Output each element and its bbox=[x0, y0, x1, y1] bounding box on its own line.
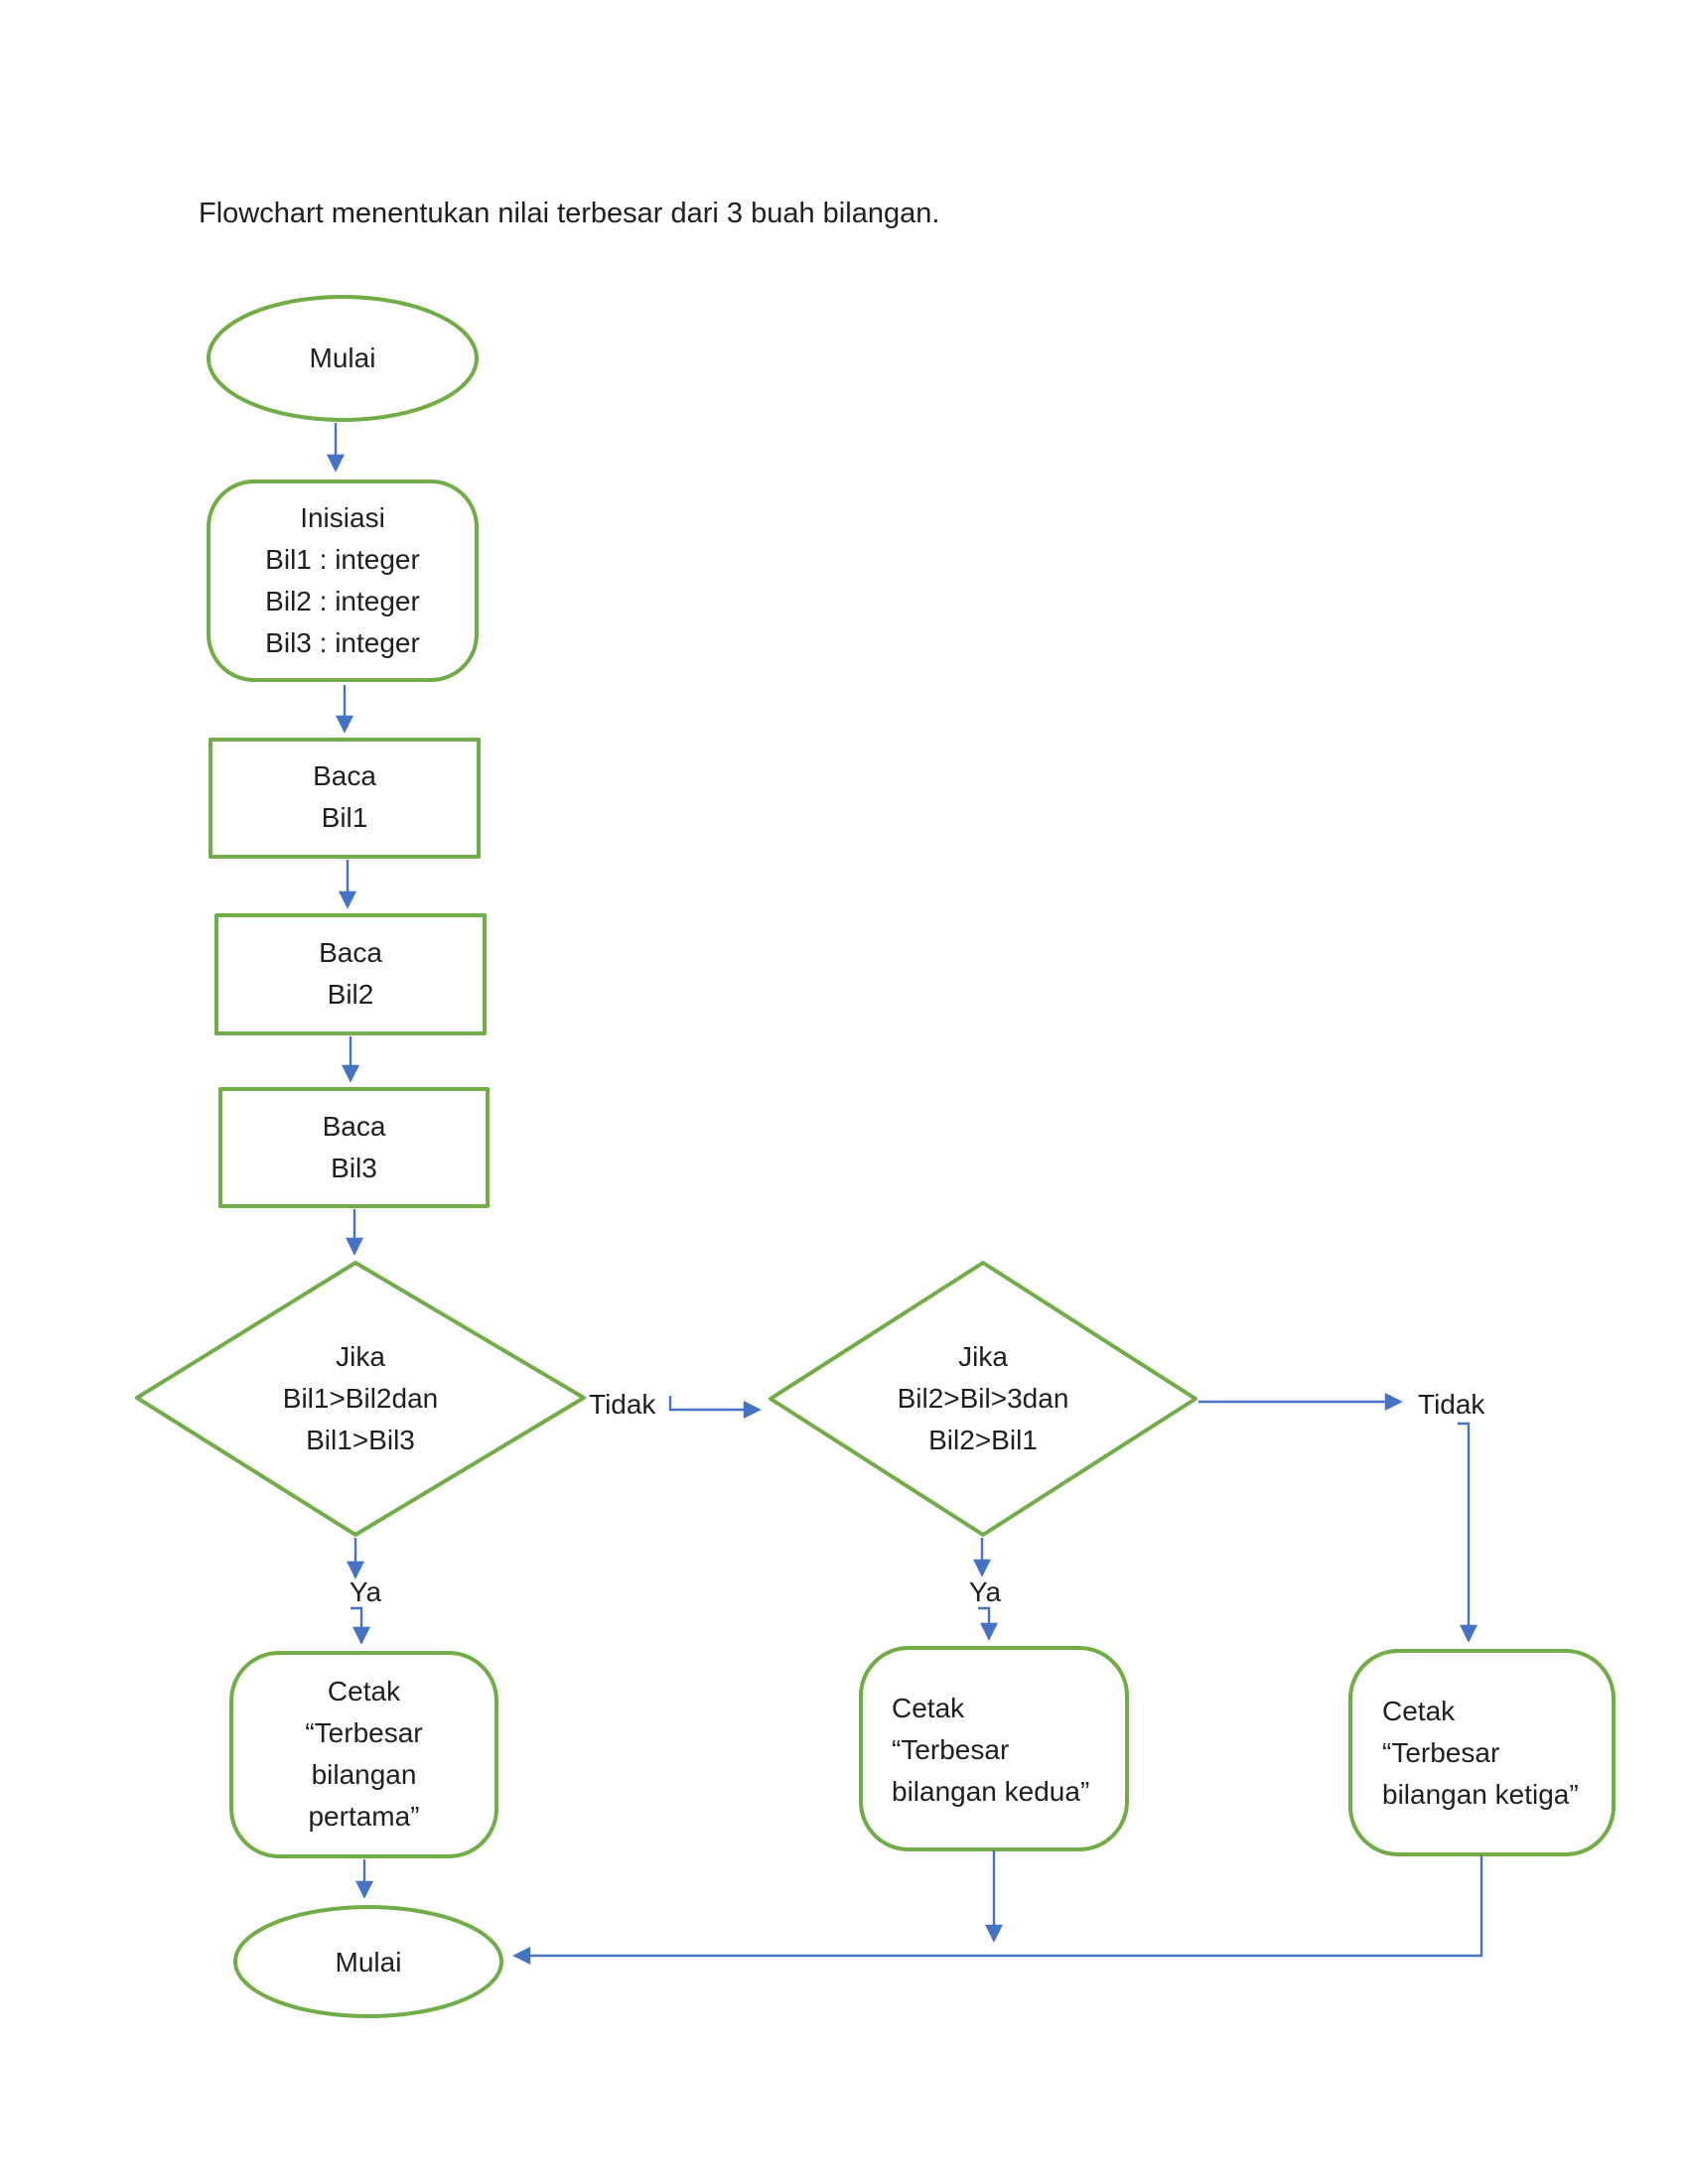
print3-process-shape bbox=[1348, 1649, 1616, 1856]
decision2-diamond-shape bbox=[769, 1261, 1197, 1537]
arrow-ya1-to-print1 bbox=[351, 1606, 370, 1645]
decision2-label: Jika Bil2>Bil>3dan Bil2>Bil1 bbox=[771, 1336, 1196, 1461]
edge-label-tidak1: Tidak bbox=[589, 1389, 656, 1420]
read2-process-label: Baca Bil2 bbox=[216, 932, 485, 1016]
init-process-label: Inisiasi Bil1 : integer Bil2 : integer B… bbox=[209, 497, 477, 664]
print1-line: pertama” bbox=[308, 1801, 420, 1832]
init-line: Bil2 : integer bbox=[265, 586, 420, 616]
arrow-tidak2-to-print3 bbox=[1458, 1422, 1477, 1643]
decision2-line: Bil2>Bil1 bbox=[928, 1425, 1038, 1455]
print2-line: Cetak bbox=[892, 1693, 965, 1723]
print1-line: “Terbesar bbox=[305, 1717, 423, 1748]
read1-line: Bil1 bbox=[321, 802, 368, 833]
end-terminator-label: Mulai bbox=[335, 1947, 402, 1978]
print3-line: bilangan ketiga” bbox=[1382, 1779, 1579, 1810]
read3-process-shape bbox=[218, 1087, 490, 1208]
print2-line: bilangan kedua” bbox=[892, 1776, 1090, 1807]
start-terminator-shape bbox=[207, 295, 479, 422]
print1-line: Cetak bbox=[327, 1676, 401, 1706]
edge-label-tidak2: Tidak bbox=[1418, 1389, 1485, 1420]
decision1-line: Bil1>Bil2dan bbox=[282, 1383, 439, 1414]
init-line: Bil3 : integer bbox=[265, 627, 420, 658]
print1-line: bilangan bbox=[311, 1759, 417, 1790]
print3-line: “Terbesar bbox=[1382, 1737, 1500, 1768]
read2-line: Bil2 bbox=[327, 979, 374, 1010]
arrow-ya2-to-print2 bbox=[978, 1606, 998, 1641]
decision1-diamond-shape bbox=[135, 1261, 586, 1537]
read3-process-label: Baca Bil3 bbox=[220, 1106, 488, 1189]
read1-process-shape bbox=[209, 738, 481, 859]
page-title: Flowchart menentukan nilai terbesar dari… bbox=[199, 198, 940, 229]
print3-process-label: Cetak “Terbesar bilangan ketiga” bbox=[1382, 1691, 1606, 1816]
print1-process-shape bbox=[229, 1651, 498, 1858]
arrow-tidak1-to-decision2 bbox=[668, 1396, 762, 1419]
arrow-print3-to-end bbox=[512, 1855, 1483, 1965]
read1-process-label: Baca Bil1 bbox=[211, 755, 479, 839]
init-line: Bil1 : integer bbox=[265, 544, 420, 575]
print1-process-label: Cetak “Terbesar bilangan pertama” bbox=[231, 1671, 496, 1838]
init-process-shape bbox=[207, 479, 479, 682]
decision1-line: Bil1>Bil3 bbox=[306, 1425, 415, 1455]
edge-label-ya1: Ya bbox=[349, 1576, 382, 1607]
print3-line: Cetak bbox=[1382, 1696, 1456, 1726]
read3-line: Baca bbox=[322, 1111, 386, 1142]
edge-label-ya2: Ya bbox=[968, 1576, 1002, 1607]
read2-process-shape bbox=[214, 913, 487, 1035]
decision2-line: Jika bbox=[958, 1341, 1008, 1372]
init-line: Inisiasi bbox=[300, 502, 385, 533]
read1-line: Baca bbox=[313, 760, 376, 791]
print2-process-label: Cetak “Terbesar bilangan kedua” bbox=[892, 1688, 1125, 1813]
read3-line: Bil3 bbox=[331, 1153, 377, 1183]
read2-line: Baca bbox=[319, 937, 382, 968]
decision1-line: Jika bbox=[336, 1341, 385, 1372]
print2-line: “Terbesar bbox=[892, 1734, 1010, 1765]
print2-process-shape bbox=[859, 1646, 1129, 1851]
decision1-label: Jika Bil1>Bil2dan Bil1>Bil3 bbox=[137, 1336, 584, 1461]
start-terminator-label: Mulai bbox=[309, 342, 376, 373]
end-terminator-shape bbox=[233, 1905, 503, 2018]
decision2-line: Bil2>Bil>3dan bbox=[897, 1383, 1069, 1414]
